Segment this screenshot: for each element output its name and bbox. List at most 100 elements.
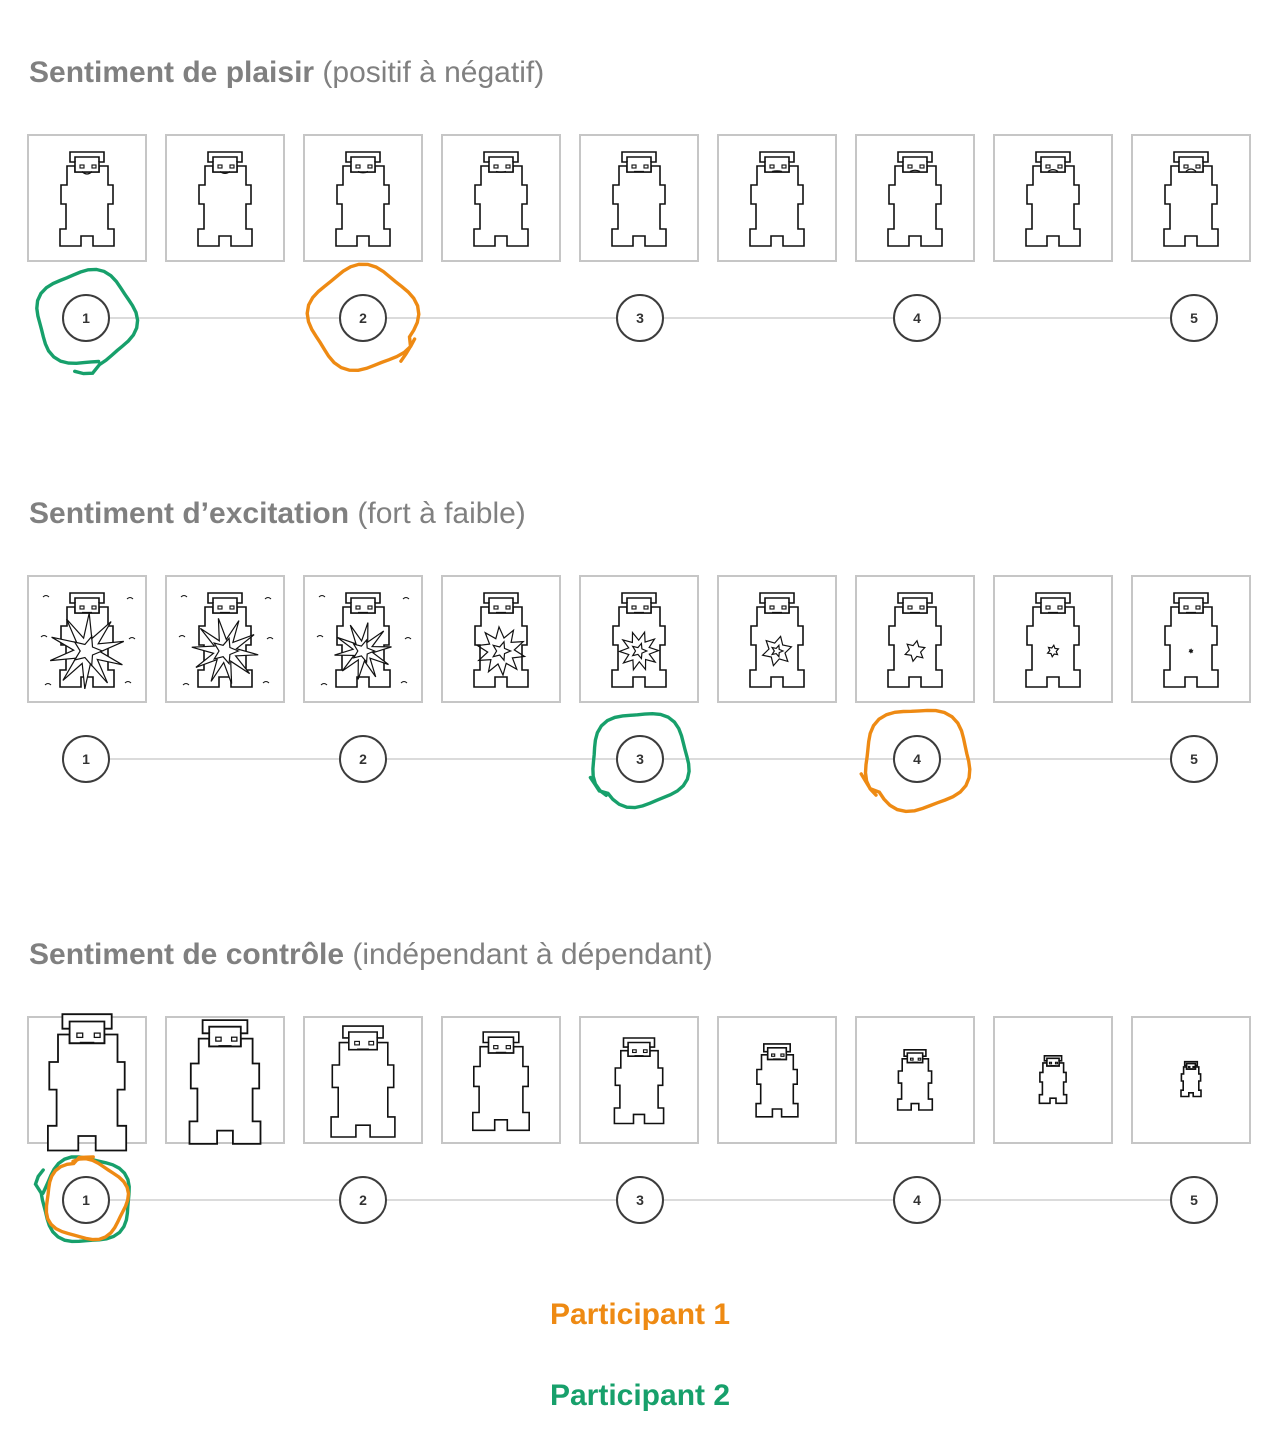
sam-picture-2 xyxy=(165,575,285,703)
section-title: Sentiment d’excitation (fort à faible) xyxy=(29,497,526,531)
scale-point-1[interactable]: 1 xyxy=(62,1176,110,1224)
arousal-burst xyxy=(316,595,412,686)
sam-picture-7 xyxy=(855,575,975,703)
scale-point-4[interactable]: 4 xyxy=(893,735,941,783)
sam-picture-svg xyxy=(887,151,943,247)
sam-picture-4 xyxy=(441,575,561,703)
eye xyxy=(909,1057,914,1061)
scale-point-3[interactable]: 3 xyxy=(616,735,664,783)
mouth xyxy=(81,171,93,175)
eye xyxy=(493,164,499,169)
sam-picture-svg xyxy=(472,1031,530,1132)
sam-figure xyxy=(188,1019,262,1145)
sam-picture-2 xyxy=(165,1016,285,1145)
legend-participant-1: Participant 1 xyxy=(549,1298,731,1331)
eye xyxy=(1183,164,1189,169)
eye xyxy=(907,605,913,610)
sam-picture-4 xyxy=(441,134,561,262)
sam-picture-9 xyxy=(1131,134,1251,262)
mouth xyxy=(1185,168,1197,172)
sam-picture-svg xyxy=(749,151,805,247)
sam-figure xyxy=(896,1049,934,1111)
sam-figure xyxy=(1038,1055,1068,1105)
sam-picture-svg xyxy=(40,592,136,690)
sam-figure xyxy=(473,592,529,688)
eye xyxy=(79,164,85,169)
eye xyxy=(917,1057,922,1061)
sam-picture-7 xyxy=(855,134,975,262)
eye xyxy=(217,164,223,169)
scale-point-5[interactable]: 5 xyxy=(1170,1176,1218,1224)
scale-point-3[interactable]: 3 xyxy=(616,294,664,342)
eye xyxy=(76,1032,84,1039)
sam-picture-svg xyxy=(316,592,412,688)
sam-picture-svg xyxy=(1025,151,1081,247)
scale-point-2[interactable]: 2 xyxy=(339,294,387,342)
section-dominance: Sentiment de contrôle (indépendant à dép… xyxy=(0,938,1280,1254)
arousal-burst xyxy=(178,595,274,686)
section-title-range: (positif à négatif) xyxy=(314,56,545,89)
eye xyxy=(771,1053,776,1057)
scale-point-2[interactable]: 2 xyxy=(339,735,387,783)
sam-picture-5 xyxy=(579,134,699,262)
sam-picture-svg xyxy=(611,151,667,247)
section-title-main: Sentiment de plaisir xyxy=(29,56,315,89)
sam-picture-svg xyxy=(330,1025,396,1138)
sam-figure xyxy=(1025,151,1081,247)
eye xyxy=(642,1049,648,1054)
scale-point-5[interactable]: 5 xyxy=(1170,294,1218,342)
eye xyxy=(367,605,373,610)
arousal-burst xyxy=(1046,644,1060,658)
eye xyxy=(907,164,913,169)
sam-figure xyxy=(197,151,253,247)
eye xyxy=(505,1045,511,1050)
sam-picture-svg xyxy=(896,1049,934,1111)
eye xyxy=(1048,1061,1053,1065)
sam-picture-svg xyxy=(1163,151,1219,247)
mouth xyxy=(495,170,507,173)
mouth xyxy=(771,170,783,173)
arousal-burst xyxy=(761,635,793,667)
scale-point-1[interactable]: 1 xyxy=(62,294,110,342)
eye xyxy=(1054,1061,1059,1065)
eye xyxy=(643,605,649,610)
eye xyxy=(230,1036,238,1042)
eye xyxy=(1187,1065,1191,1069)
sam-picture-svg xyxy=(611,592,667,688)
sam-figure xyxy=(59,151,115,247)
sam-picture-3 xyxy=(303,134,423,262)
sam-picture-svg xyxy=(755,1043,799,1118)
eye xyxy=(93,1032,101,1039)
eye xyxy=(505,164,511,169)
scale-point-5[interactable]: 5 xyxy=(1170,735,1218,783)
scale-point-2[interactable]: 2 xyxy=(339,1176,387,1224)
eye xyxy=(643,164,649,169)
sam-picture-svg xyxy=(613,1037,665,1125)
scale-point-1[interactable]: 1 xyxy=(62,735,110,783)
eye xyxy=(355,164,361,169)
scale-point-4[interactable]: 4 xyxy=(893,294,941,342)
eye xyxy=(781,605,787,610)
sam-figure xyxy=(1163,592,1219,688)
mouth xyxy=(357,170,369,174)
sam-picture-3 xyxy=(303,1016,423,1144)
scale-point-3[interactable]: 3 xyxy=(616,1176,664,1224)
eye xyxy=(769,164,775,169)
sam-picture-svg xyxy=(188,1019,262,1145)
sam-figure xyxy=(611,151,667,247)
sam-picture-svg xyxy=(178,592,274,688)
mouth xyxy=(909,169,921,173)
eye xyxy=(79,605,85,610)
eye xyxy=(368,1040,375,1046)
eye xyxy=(217,605,223,610)
arousal-burst xyxy=(475,625,527,677)
sam-picture-svg xyxy=(59,151,115,247)
sam-figure xyxy=(47,1013,128,1152)
eye xyxy=(215,1036,222,1042)
sam-picture-3 xyxy=(303,575,423,703)
eye xyxy=(1183,605,1189,610)
mouth xyxy=(219,170,231,175)
scale-point-4[interactable]: 4 xyxy=(893,1176,941,1224)
eye xyxy=(781,164,787,169)
sam-picture-2 xyxy=(165,134,285,262)
